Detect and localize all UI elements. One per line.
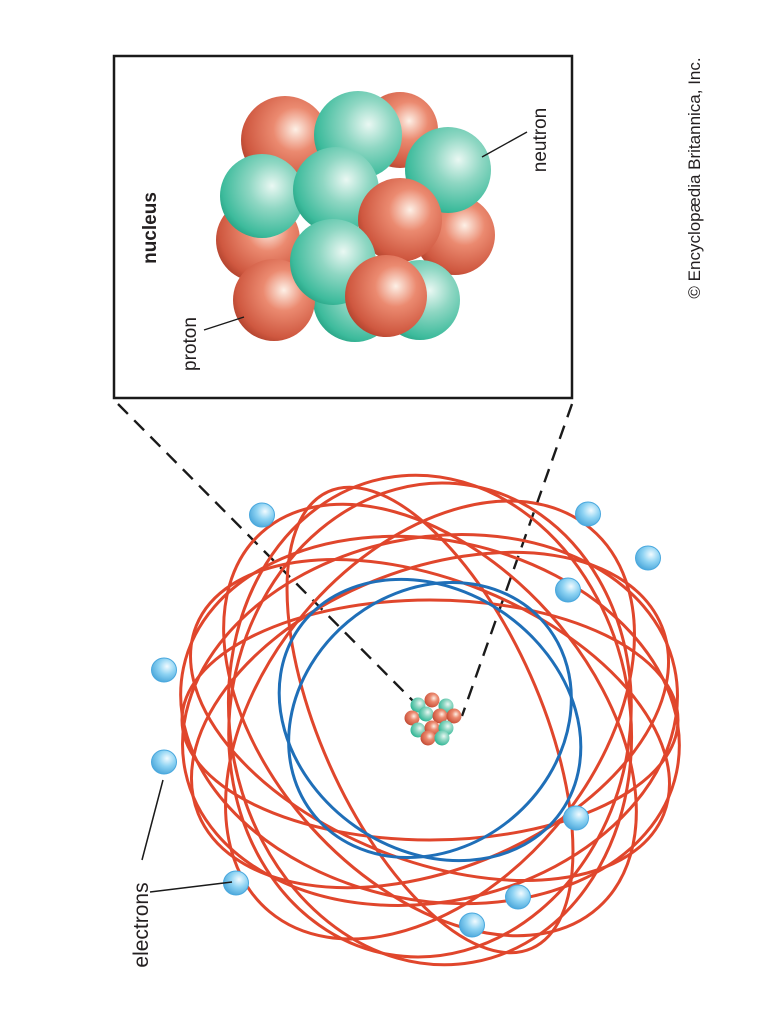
proton-sphere-14	[345, 255, 427, 337]
electrons-leader-lines	[141, 779, 233, 893]
electron-icon	[151, 657, 177, 683]
small-proton-11	[420, 730, 436, 746]
electron-icon	[505, 884, 531, 910]
copyright-credit: © Encyclopædia Britannica, Inc.	[685, 57, 704, 298]
small-neutron-5	[418, 706, 434, 722]
outer-orbit-7	[227, 481, 633, 959]
outer-orbit-5	[224, 499, 636, 941]
neutron-sphere-9	[220, 154, 304, 238]
inner-orbit-2	[287, 580, 573, 860]
electrons-leader-2	[149, 881, 233, 893]
outer-orbit-6	[226, 473, 634, 967]
outer-orbit-9	[181, 533, 679, 907]
neutron-sphere-10	[293, 147, 379, 233]
small-nucleus	[404, 692, 462, 746]
small-proton-6	[432, 708, 448, 724]
electron-icon	[151, 749, 177, 775]
zoom-line-lower	[460, 403, 574, 717]
inner-orbit-1	[277, 577, 583, 863]
nucleus-label: nucleus	[140, 192, 161, 264]
small-proton-7	[446, 708, 462, 724]
electron-icon	[563, 805, 589, 831]
nucleus-cluster	[216, 91, 495, 342]
electrons	[151, 501, 661, 938]
small-neutron-8	[410, 722, 426, 738]
proton-label: proton	[180, 317, 201, 371]
proton-leader-line	[203, 316, 245, 331]
electron-icon	[555, 577, 581, 603]
outer-orbit-4	[222, 502, 638, 938]
electron-icon	[635, 545, 661, 571]
electron-icon	[249, 502, 275, 528]
electron-icon	[575, 501, 601, 527]
electrons-label: electrons	[130, 882, 153, 967]
small-neutron-12	[434, 730, 450, 746]
outer-orbit-10	[285, 485, 575, 955]
outer-orbit-8	[179, 534, 681, 906]
proton-sphere-11	[358, 178, 442, 262]
electron-icon	[459, 912, 485, 938]
neutron-label: neutron	[530, 108, 551, 172]
inner-orbits	[277, 577, 583, 863]
small-proton-4	[404, 710, 420, 726]
small-proton-2	[424, 692, 440, 708]
neutron-leader-line	[481, 131, 528, 158]
electrons-leader-1	[141, 779, 164, 861]
